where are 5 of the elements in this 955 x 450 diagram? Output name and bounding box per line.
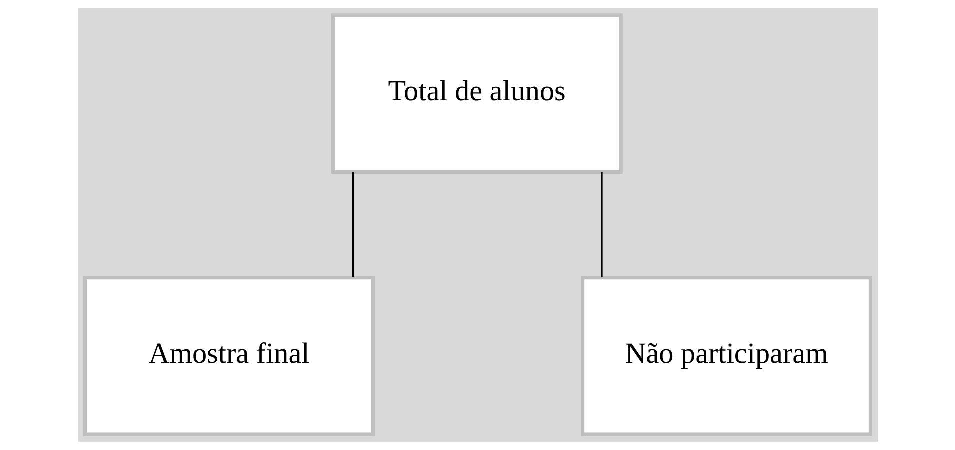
connector	[600, 172, 602, 278]
node-box: Não participaram	[580, 276, 872, 436]
node-box: Total de alunos	[330, 14, 622, 174]
node-box: Amostra final	[82, 276, 375, 436]
connector	[352, 172, 354, 278]
